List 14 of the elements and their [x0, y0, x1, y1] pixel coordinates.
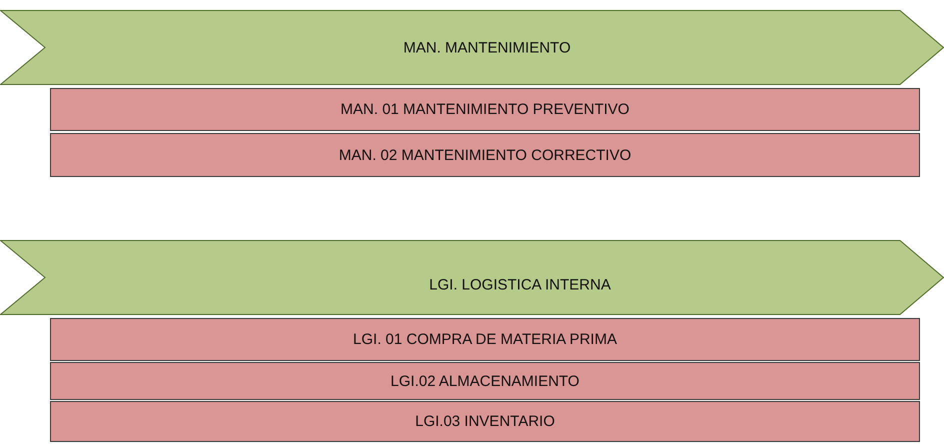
process-box: [50, 318, 920, 361]
process-box: [50, 88, 920, 131]
process-box: [50, 401, 920, 442]
process-label: LGI.03 INVENTARIO: [415, 413, 555, 430]
process-box: [50, 133, 920, 177]
process-title: MAN. MANTENIMIENTO: [403, 40, 571, 56]
process-label: LGI.02 ALMACENAMIENTO: [390, 372, 580, 390]
process-label: MAN. 02 MANTENIMIENTO CORRECTIVO: [338, 146, 632, 164]
chevron-band: [0, 10, 944, 85]
process-label: MAN. 01 MANTENIMIENTO PREVENTIVO: [340, 101, 630, 118]
chevron-band: [0, 240, 944, 315]
process-box: [50, 362, 920, 400]
process-label: LGI. 01 COMPRA DE MATERIA PRIMA: [353, 331, 617, 348]
process-title: LGI. LOGISTICA INTERNA: [429, 276, 611, 294]
